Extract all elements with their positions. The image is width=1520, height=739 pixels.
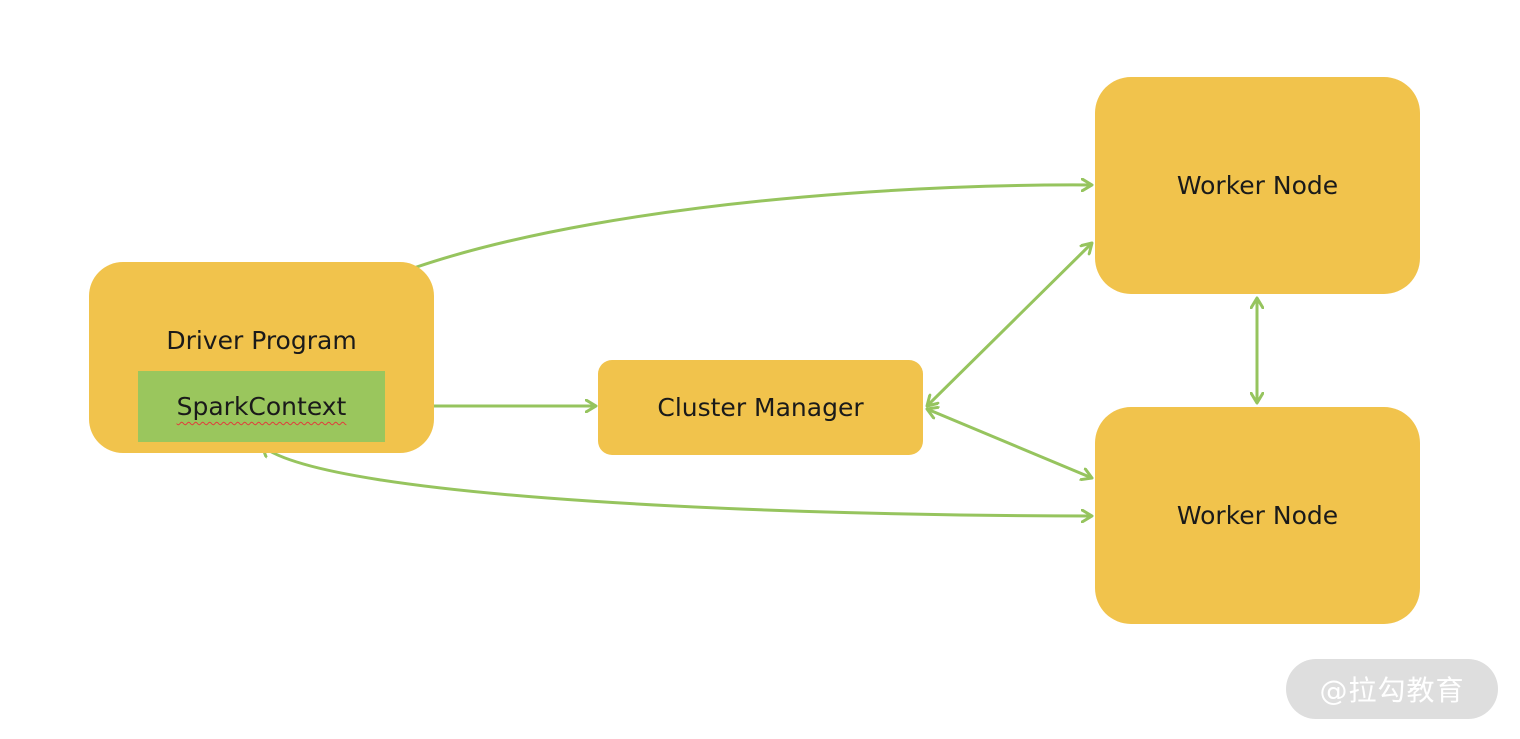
watermark-text: @拉勾教育: [1319, 674, 1465, 707]
edge-sparkcontext-worker2: [262, 446, 1092, 516]
worker-node-1: Worker Node: [1095, 77, 1420, 294]
edge-clustermanager-worker2: [927, 409, 1092, 478]
spark-context-label: SparkContext: [176, 392, 347, 421]
driver-program-label: Driver Program: [166, 326, 357, 355]
worker-node-2-label: Worker Node: [1176, 501, 1339, 530]
spark-context-node: SparkContext: [138, 371, 385, 442]
cluster-manager-label: Cluster Manager: [657, 393, 864, 422]
worker-node-1-label: Worker Node: [1176, 171, 1339, 200]
worker-node-2: Worker Node: [1095, 407, 1420, 624]
watermark-badge: @拉勾教育: [1286, 659, 1498, 719]
cluster-manager-node: Cluster Manager: [598, 360, 923, 455]
edge-clustermanager-worker1: [927, 243, 1092, 406]
